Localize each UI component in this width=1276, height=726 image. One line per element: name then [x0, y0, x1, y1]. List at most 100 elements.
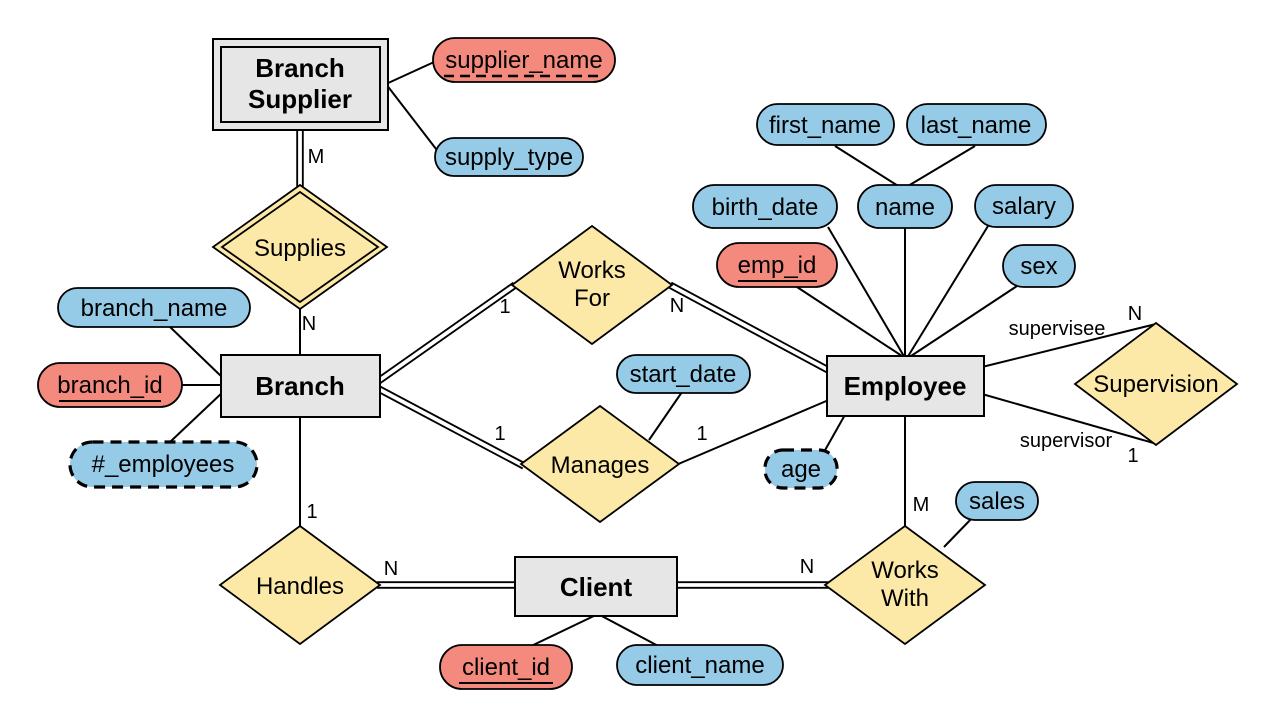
attribute-salary-label: salary — [992, 193, 1056, 220]
connector-salary-employee — [906, 225, 989, 359]
relationship-supplies-inner-border — [220, 190, 380, 304]
attribute-last-name — [906, 103, 1047, 146]
cardinality-supervisee: N — [1128, 303, 1142, 325]
cardinality-branch-worksfor: 1 — [499, 296, 510, 318]
double-connectors-core — [298, 127, 831, 587]
role-label-supervisor: supervisor — [1020, 430, 1113, 452]
attribute-start-date-label: start_date — [630, 361, 737, 388]
entity-branch-supplier-label-line1: Branch — [255, 53, 345, 83]
connector-core — [376, 386, 525, 468]
attribute-name — [857, 184, 953, 229]
cardinality-handles-client: N — [384, 558, 398, 580]
cardinality-worksfor-employee: N — [670, 295, 684, 317]
cardinality-client-workswith: N — [800, 556, 814, 578]
attribute-last-name-label: last_name — [921, 112, 1032, 139]
relationship-supplies — [211, 183, 389, 311]
attribute-name-label: name — [875, 194, 935, 221]
attribute-sex-label: sex — [1020, 253, 1057, 280]
relationship-handles-label: Handles — [256, 573, 344, 600]
single-connectors — [167, 56, 1158, 649]
relationship-supplies-label: Supplies — [254, 235, 346, 262]
attribute-sales-label: sales — [969, 488, 1025, 515]
connector-core — [375, 283, 517, 384]
attribute-branch-id — [37, 362, 183, 408]
relationship-works-with-label-line1: Works — [871, 557, 939, 584]
relationships — [211, 183, 1239, 646]
attribute-supply-type-label: supply_type — [445, 144, 573, 171]
cardinality-branch-handles: 1 — [306, 501, 317, 523]
relationship-works-with-label-line2: With — [881, 585, 929, 612]
attribute-branch-name — [57, 287, 251, 328]
relationship-supervision — [1073, 321, 1239, 447]
connector-branchsupplier-supplytype — [385, 83, 444, 159]
entity-employee-label: Employee — [844, 371, 967, 401]
cardinality-manages-employee: 1 — [696, 423, 707, 445]
attribute-branch-name-label: branch_name — [81, 295, 228, 322]
attribute-birth-date-label: birth_date — [712, 194, 819, 221]
connector-branchname-branch — [167, 324, 225, 380]
relationship-works-for — [510, 224, 674, 346]
connector-birthdate-employee — [827, 226, 906, 359]
entity-client-label: Client — [560, 572, 633, 602]
entity-employee — [826, 355, 985, 417]
attribute-branch-id-label: branch_id — [57, 372, 162, 399]
relationship-works-for-label-line2: For — [574, 285, 610, 312]
cardinality-supplies-branch: N — [302, 313, 316, 335]
connector-client-clientid — [526, 613, 599, 649]
connector-employee-supervision-supervisee — [981, 323, 1157, 368]
relationship-manages — [519, 404, 681, 524]
entity-client — [514, 556, 678, 617]
cardinality-employee-workswith: M — [913, 494, 930, 516]
connector-numemployees-branch — [169, 390, 225, 443]
attribute-sex — [1002, 244, 1076, 288]
relationship-handles — [218, 524, 382, 646]
attribute-age — [763, 448, 839, 490]
connector-employee-supervision-supervisor — [981, 393, 1158, 445]
attribute-client-id — [439, 644, 573, 690]
connector-employee-age — [823, 412, 847, 453]
attribute-start-date — [616, 354, 751, 394]
attribute-first-name-label: first_name — [769, 112, 881, 139]
connector-lastname-name — [902, 145, 976, 190]
attribute-salary — [974, 184, 1074, 228]
attribute-supplier-name-label: supplier_name — [445, 47, 602, 74]
attribute-num-employees — [68, 440, 259, 489]
connector-client-clientname — [597, 613, 663, 649]
entities — [212, 38, 985, 617]
role-label-supervisee: supervisee — [1009, 318, 1106, 340]
attribute-emp-id — [716, 242, 838, 288]
relationship-works-for-label-line1: Works — [558, 257, 626, 284]
attribute-supply-type — [434, 137, 584, 177]
connector-firstname-name — [834, 145, 904, 190]
cardinality-branchsupplier-supplies: M — [308, 146, 325, 168]
attribute-emp-id-label: emp_id — [738, 252, 817, 279]
attribute-first-name — [756, 103, 895, 146]
connector-sex-employee — [907, 285, 1018, 359]
relationship-supervision-label: Supervision — [1093, 371, 1218, 398]
attribute-birth-date — [692, 184, 838, 229]
attribute-num-employees-label: #_employees — [92, 451, 235, 478]
entity-branch-supplier-inner-border — [220, 46, 381, 123]
entity-branch-supplier-label-line2: Supplier — [248, 84, 352, 114]
entity-branch-supplier — [212, 38, 389, 131]
relationship-manages-label: Manages — [551, 452, 650, 479]
connector-empid-employee — [796, 286, 906, 359]
relationship-works-with — [823, 524, 987, 646]
cardinality-supervisor: 1 — [1127, 445, 1138, 467]
connector-core — [669, 283, 831, 373]
attribute-age-label: age — [781, 456, 821, 483]
entity-branch — [220, 354, 381, 418]
attributes — [37, 37, 1076, 690]
attribute-sales — [955, 481, 1039, 521]
cardinality-branch-manages: 1 — [494, 423, 505, 445]
attribute-supplier-name — [432, 37, 616, 83]
attribute-client-name — [616, 644, 784, 686]
attribute-client-id-label: client_id — [462, 654, 550, 681]
attribute-client-name-label: client_name — [635, 652, 764, 679]
connector-manages-employee — [675, 398, 832, 466]
entity-branch-label: Branch — [255, 371, 345, 401]
labels: Branch Supplier Branch Employee Client S… — [57, 47, 1219, 684]
connector-startdate-manages — [648, 391, 683, 441]
